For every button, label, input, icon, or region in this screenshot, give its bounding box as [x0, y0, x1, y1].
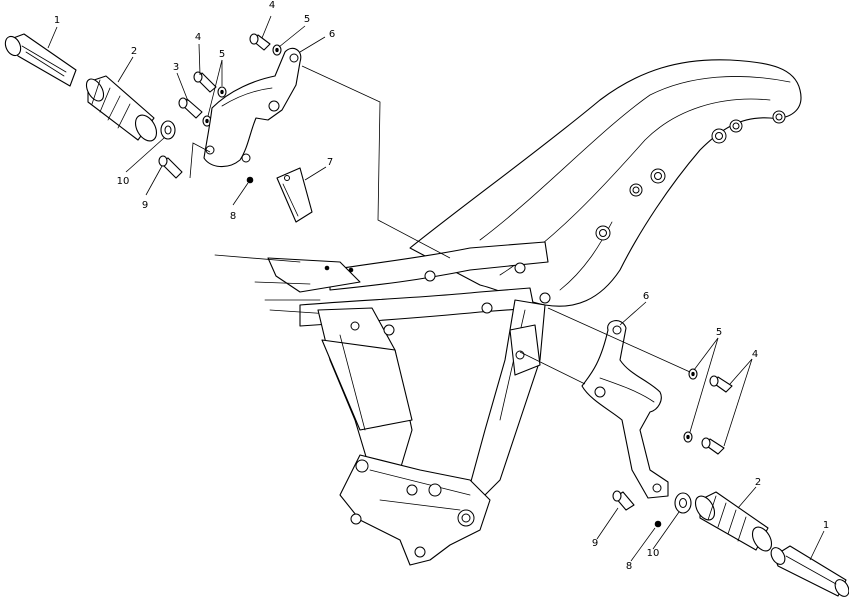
washer-5-right-b [683, 431, 693, 443]
callout-cotter-pin-right: 8 [626, 561, 632, 572]
bolt-4-left-upper [249, 33, 271, 51]
heel-plate [276, 167, 313, 223]
footrest-left [4, 33, 77, 87]
callout-washer-5-left-upper: 5 [304, 14, 310, 25]
callout-pin-left: 9 [142, 200, 148, 211]
callout-washer-5-left-lower: 5 [219, 49, 225, 60]
callout-bracket-left: 6 [329, 29, 335, 40]
callout-bolt-4-left-lower: 4 [195, 32, 201, 43]
callout-footpeg-rubber-right: 2 [755, 477, 761, 488]
footpeg-rubber-left [85, 75, 158, 142]
bolt-4-right-lower [701, 437, 725, 455]
washer-5-left-c [272, 44, 282, 56]
bolt-4-left-lower [193, 71, 217, 93]
bolt-4-right-upper [709, 375, 733, 393]
callout-pin-right: 9 [592, 538, 598, 549]
pin-right [612, 490, 635, 511]
washer-5-left-a [217, 86, 227, 98]
callout-footrest-left: 1 [54, 15, 60, 26]
washer-left [160, 120, 176, 140]
washer-5-right-a [688, 368, 698, 380]
cotter-pin-right [654, 520, 662, 528]
mounting-bracket-left [203, 47, 302, 168]
callout-heel-plate: 7 [327, 157, 333, 168]
callout-washer-left: 10 [117, 176, 130, 187]
washer-right [674, 492, 692, 514]
cotter-pin-left [246, 176, 254, 184]
callout-washer-5-right: 5 [716, 327, 722, 338]
mounting-bracket-right [581, 320, 669, 499]
callout-bolt-3: 3 [173, 62, 179, 73]
callout-bolt-4-left-upper: 4 [269, 0, 275, 11]
callout-washer-right: 10 [647, 548, 660, 559]
callout-labels: 1 2 3 4 4 5 5 6 7 8 9 10 6 5 4 2 1 9 8 1… [54, 0, 829, 572]
callout-cotter-pin-left: 8 [230, 211, 236, 222]
callout-footrest-right: 1 [823, 520, 829, 531]
footrest-right [770, 545, 849, 597]
main-frame [214, 59, 802, 566]
footpeg-rubber-right [694, 491, 773, 552]
pin-left [158, 155, 183, 179]
callout-bolt-4-right: 4 [752, 349, 758, 360]
callout-footpeg-rubber-left: 2 [131, 46, 137, 57]
callout-bracket-right: 6 [643, 291, 649, 302]
bolt-3 [178, 97, 203, 119]
leader-lines [47, 15, 825, 562]
